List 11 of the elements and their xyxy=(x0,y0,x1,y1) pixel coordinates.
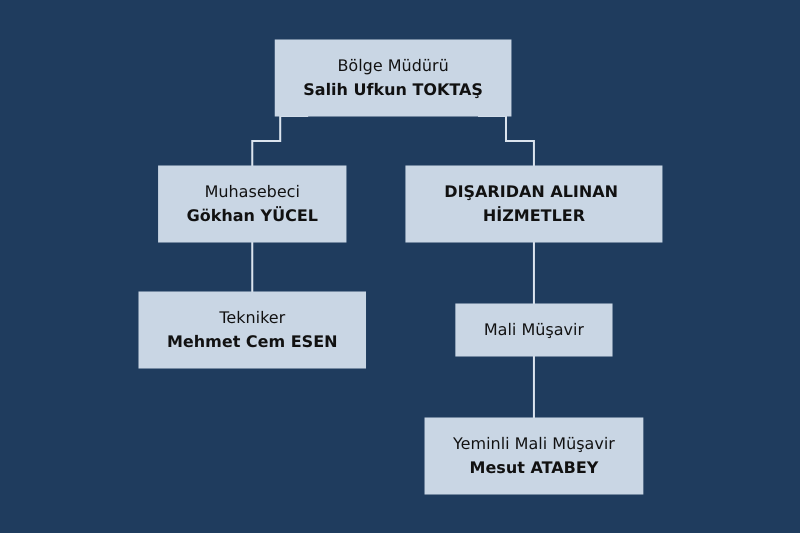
connector xyxy=(250,114,308,166)
node-box: Bölge Müdürü Salih Ufkun TOKTAŞ xyxy=(274,39,511,116)
node-box: Tekniker Mehmet Cem ESEN xyxy=(138,291,366,368)
connector xyxy=(250,240,253,292)
node-box: Yeminli Mali Müşavir Mesut ATABEY xyxy=(424,417,643,494)
connector xyxy=(478,114,534,166)
node-box: Mali Müşavir xyxy=(454,303,612,356)
connector xyxy=(532,354,534,418)
node-box: Muhasebeci Gökhan YÜCEL xyxy=(158,165,346,242)
connector xyxy=(532,240,534,304)
node-box: DIŞARIDAN ALINAN HİZMETLER xyxy=(404,165,662,242)
